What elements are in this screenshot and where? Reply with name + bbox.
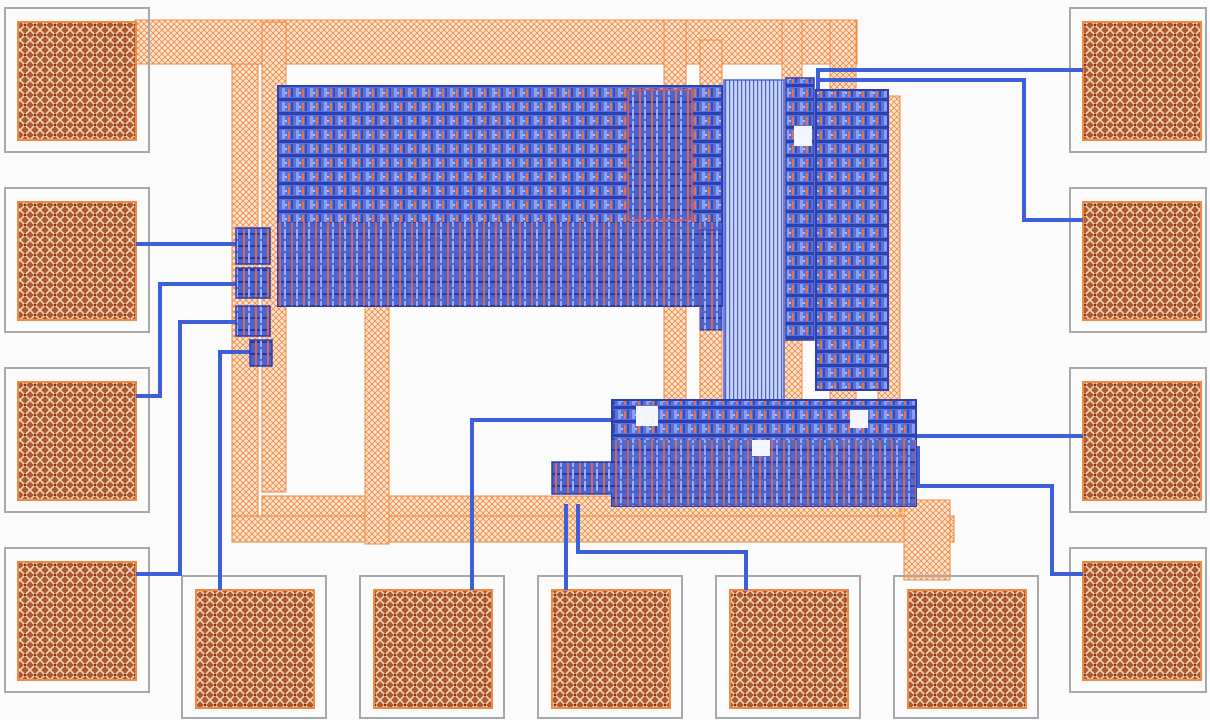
bond-pad xyxy=(1069,187,1207,333)
signal-wires xyxy=(136,68,1083,590)
io-buffer-cell xyxy=(235,305,271,337)
bond-pad xyxy=(1069,367,1207,513)
wire-pad-right-1 xyxy=(816,68,1083,92)
power-bus-left-outer xyxy=(231,63,259,541)
cell-gap xyxy=(850,410,868,428)
routing-cell-column xyxy=(785,77,815,341)
io-buffer-cell xyxy=(249,339,273,367)
bond-pad xyxy=(715,575,861,719)
wire-pad-left-4 xyxy=(136,320,240,576)
wire-pad-left-3 xyxy=(136,282,240,398)
cell-block-lower-left xyxy=(551,461,615,495)
routing-cell-stub xyxy=(699,229,723,331)
bond-pads xyxy=(4,7,1207,719)
power-bus-bottom-outer xyxy=(231,515,955,543)
wire-pad-right-4 xyxy=(916,446,1083,576)
bond-pad xyxy=(359,575,505,719)
bond-pad xyxy=(4,7,150,153)
bond-pad xyxy=(4,367,150,513)
io-buffer-cell xyxy=(235,227,271,265)
power-bus-drop-right xyxy=(903,499,951,581)
power-bus-top xyxy=(134,19,858,65)
core-logic xyxy=(235,77,917,507)
io-buffer-cell xyxy=(235,267,271,299)
wire-pad-right-2 xyxy=(820,78,1083,222)
routing-channel xyxy=(723,79,785,401)
bond-pad xyxy=(181,575,327,719)
cell-gap xyxy=(752,440,770,456)
bond-pad xyxy=(893,575,1039,719)
wire-pad-bottom-1 xyxy=(218,350,250,590)
bond-pad xyxy=(1069,7,1207,153)
wire-pad-bottom-2 xyxy=(470,418,612,590)
bond-pad xyxy=(1069,547,1207,693)
cell-gap xyxy=(794,126,812,146)
bond-pad xyxy=(4,187,150,333)
cell-column-right xyxy=(815,89,889,391)
cell-gap xyxy=(636,406,658,426)
wire-pad-bottom-4 xyxy=(576,504,748,590)
bond-pad xyxy=(4,547,150,693)
bond-pad xyxy=(537,575,683,719)
cell-array-rows xyxy=(278,222,722,306)
cell-array-accent xyxy=(627,89,693,221)
